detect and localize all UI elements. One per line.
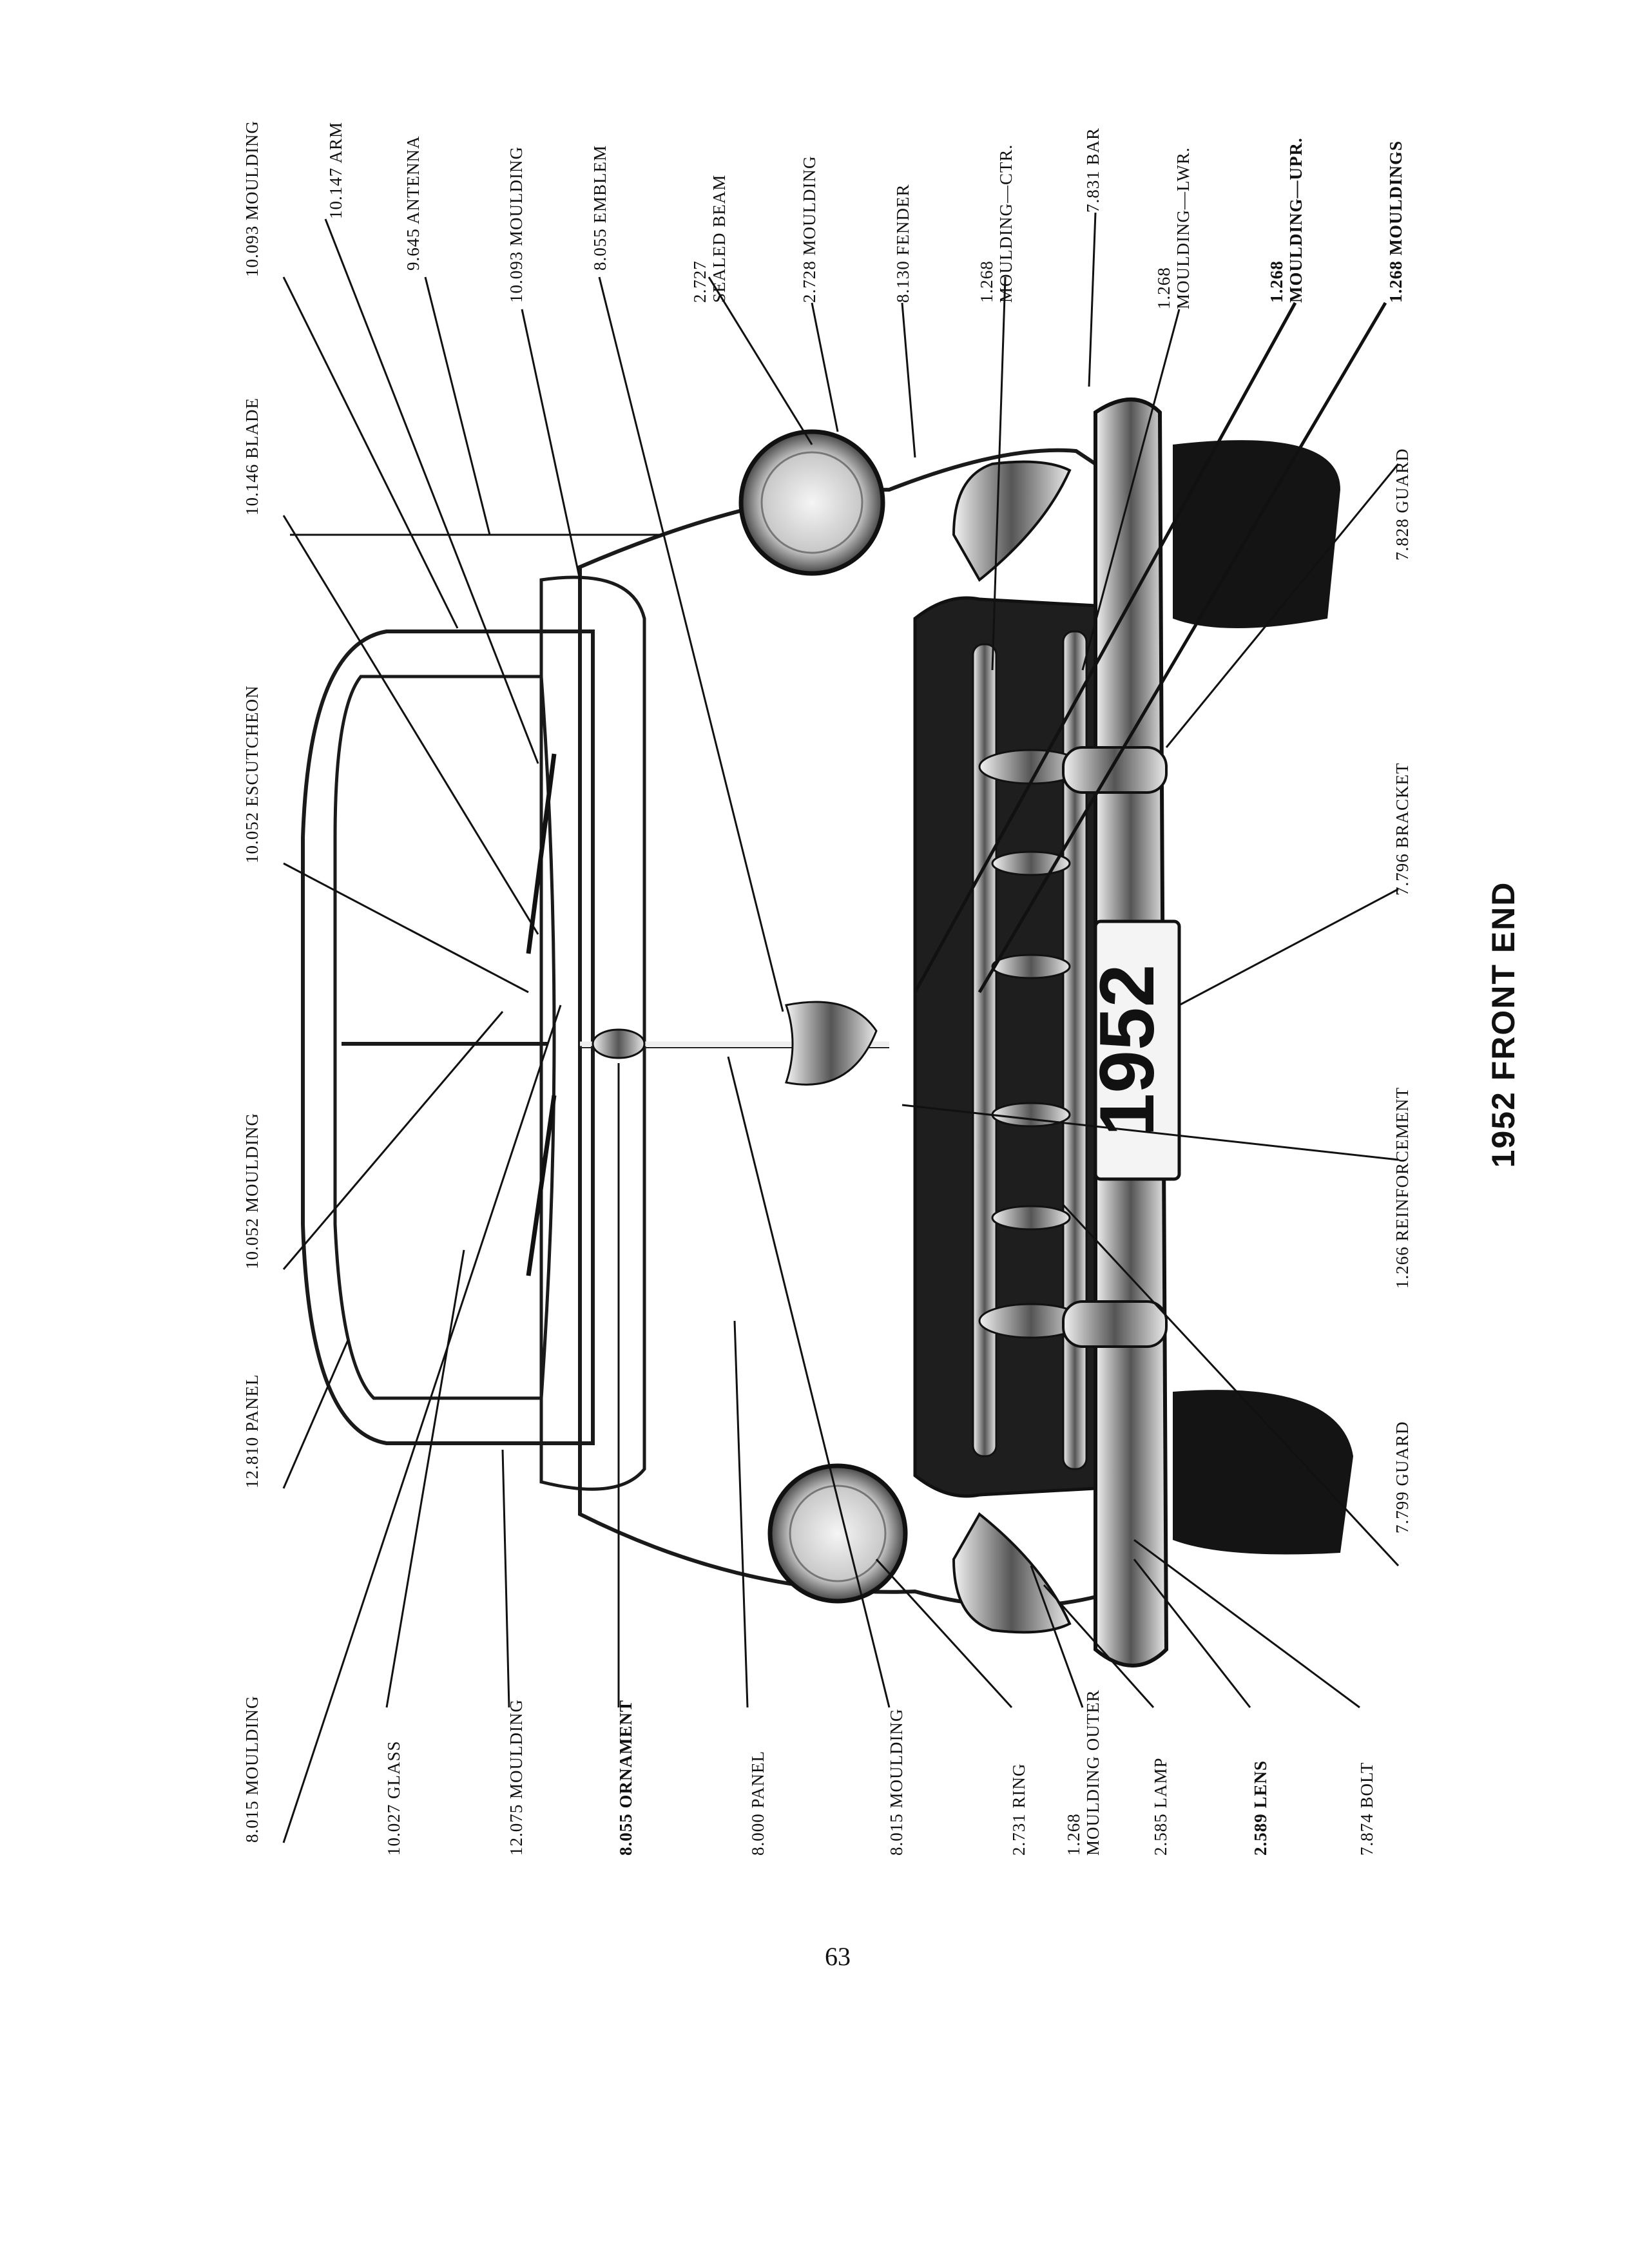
car-front-illustration: 1952 xyxy=(290,398,1353,1667)
label-moulding-lwr-number: 1.268 xyxy=(1154,267,1173,309)
label-sealed-beam-number: 2.727 xyxy=(690,260,709,303)
label-mouldings: 1.268 MOULDINGS xyxy=(1386,140,1405,303)
windshield-glass xyxy=(333,675,556,1400)
page-title: 1952 FRONT END xyxy=(1485,881,1521,1168)
labels-left-column: 10.093 MOULDING 10.146 BLADE 10.052 ESCU… xyxy=(242,120,262,1843)
hood-emblem xyxy=(785,1001,878,1086)
label-moulding-8015-left: 8.015 MOULDING xyxy=(242,1696,262,1843)
label-panel-12810: 12.810 PANEL xyxy=(242,1374,262,1488)
label-bar: 7.831 BAR xyxy=(1083,128,1103,213)
license-plate-number: 1952 xyxy=(1084,965,1170,1137)
grille-upper-bar xyxy=(972,643,998,1457)
wiper-blade-lower xyxy=(526,1095,557,1276)
label-reinforcement: 1.266 REINFORCEMENT xyxy=(1393,1087,1412,1289)
label-panel-8000: 8.000 PANEL xyxy=(748,1751,767,1856)
label-sealed-beam-name: SEALED BEAM xyxy=(709,175,729,303)
bumper-guard-upper xyxy=(1062,746,1168,794)
label-guard-7828: 7.828 GUARD xyxy=(1393,448,1412,561)
bumper-guard-lower xyxy=(1062,1300,1168,1348)
parking-lamp-lower xyxy=(952,1512,1072,1634)
page-number: 63 xyxy=(825,1942,851,1971)
label-moulding-outer-name: MOULDING OUTER xyxy=(1083,1689,1103,1856)
label-moulding-10093-top: 10.093 MOULDING xyxy=(506,146,526,303)
grille-teeth xyxy=(978,749,1084,1339)
wiper-blade-upper xyxy=(526,753,557,954)
license-plate xyxy=(1094,919,1181,1181)
label-moulding-upr-number: 1.268 xyxy=(1267,260,1286,303)
cab-roof xyxy=(301,629,595,1445)
tire-upper xyxy=(1173,440,1340,628)
label-moulding-ctr-name: MOULDING—CTR. xyxy=(996,144,1016,303)
label-moulding-outer-number: 1.268 xyxy=(1064,1813,1083,1856)
hood-ornament xyxy=(592,1028,646,1059)
label-fender: 8.130 FENDER xyxy=(893,184,912,303)
label-moulding-12075: 12.075 MOULDING xyxy=(506,1699,526,1856)
label-moulding-10052: 10.052 MOULDING xyxy=(242,1113,262,1269)
label-escutcheon: 10.052 ESCUTCHEON xyxy=(242,685,262,863)
label-lens: 2.589 LENS xyxy=(1251,1760,1270,1856)
label-bolt: 7.874 BOLT xyxy=(1357,1762,1376,1856)
parking-lamp-upper xyxy=(952,460,1072,582)
leader-lines xyxy=(282,212,1400,1843)
labels-bottom-row: 10.027 GLASS 12.075 MOULDING 8.055 ORNAM… xyxy=(384,1689,1376,1856)
label-glass: 10.027 GLASS xyxy=(384,1740,403,1856)
labels-right-column: 7.828 GUARD 7.796 BRACKET 1.266 REINFORC… xyxy=(1393,448,1412,1533)
tire-lower xyxy=(1173,1390,1353,1555)
label-emblem: 8.055 EMBLEM xyxy=(590,145,610,271)
label-ornament: 8.055 ORNAMENT xyxy=(616,1700,635,1856)
label-moulding-upr-name: MOULDING—UPR. xyxy=(1286,137,1306,303)
labels-top-row: 10.147 ARM 9.645 ANTENNA 10.093 MOULDING… xyxy=(326,122,1405,309)
label-moulding-ctr-number: 1.268 xyxy=(977,260,996,303)
label-blade: 10.146 BLADE xyxy=(242,398,262,515)
label-moulding-10093-left: 10.093 MOULDING xyxy=(242,120,262,277)
label-lamp: 2.585 LAMP xyxy=(1151,1757,1170,1856)
label-arm: 10.147 ARM xyxy=(326,122,345,219)
label-bracket: 7.796 BRACKET xyxy=(1393,762,1412,896)
label-antenna: 9.645 ANTENNA xyxy=(403,136,423,271)
label-moulding-lwr-name: MOULDING—LWR. xyxy=(1173,147,1193,309)
label-ring: 2.731 RING xyxy=(1009,1763,1028,1856)
label-guard-7799: 7.799 GUARD xyxy=(1393,1421,1412,1533)
label-moulding-2728: 2.728 MOULDING xyxy=(800,156,819,303)
label-moulding-8015-bottom: 8.015 MOULDING xyxy=(887,1709,906,1856)
